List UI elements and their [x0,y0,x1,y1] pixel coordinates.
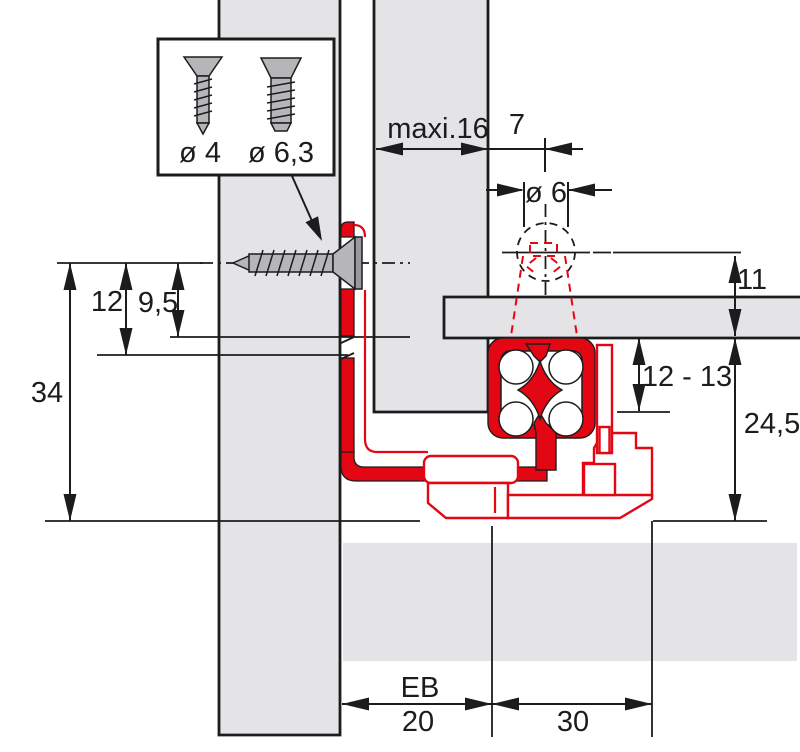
roller-icon [498,401,534,437]
dim-1213-label: 12 - 13 [642,361,732,393]
dim-11-label: 11 [737,264,767,296]
center-stem [533,411,557,471]
screw-o4-label: ø 4 [179,137,221,169]
dim-12-label: 12 [91,286,123,318]
hole-circle-dashed [516,222,576,282]
roller-icon [548,401,584,437]
cabinet-bottom-panel [343,543,797,661]
dimension-lines [63,138,742,737]
euro-screw-icon [259,57,303,132]
countersunk-screw-icon [182,56,224,136]
dim-245-label: 24,5 [744,408,800,440]
screw-size-box [156,37,336,241]
carriage-body-right [506,493,654,520]
dim-maxi16-label: maxi.16 [387,113,489,145]
dim-20-label: 20 [402,706,434,738]
dim-7-label: 7 [509,109,525,141]
star-axle-icon [516,358,564,422]
carriage-body-left [426,481,510,520]
drawer-front-panel [372,0,490,414]
cabinet-side-panel [217,0,342,737]
dim-30-label: 30 [557,706,589,738]
dim-34-label: 34 [31,377,63,409]
top-tab [524,343,551,363]
screw-threads [254,249,330,277]
dim-95-label: 9,5 [138,287,178,319]
roller-icon [548,349,584,385]
pointer-arrow [291,175,322,241]
dim-eb-label: EB [401,672,440,704]
flat-head-screw [231,235,363,291]
runner-carriage [422,343,654,520]
carriage-pad [422,454,520,485]
hidden-bracket-dashed [510,242,578,337]
roller-block [487,337,596,471]
roller-icon [498,349,534,385]
labels: maxi.16 7 ø 6 11 12 9,5 34 12 - 13 24,5 … [31,109,800,738]
bracket-block [582,462,617,497]
dim-hole-diameter-label: ø 6 [525,177,567,209]
hole-projection [502,204,741,337]
screw-o63-label: ø 6,3 [248,137,314,169]
drawer-bottom-panel [442,295,800,340]
